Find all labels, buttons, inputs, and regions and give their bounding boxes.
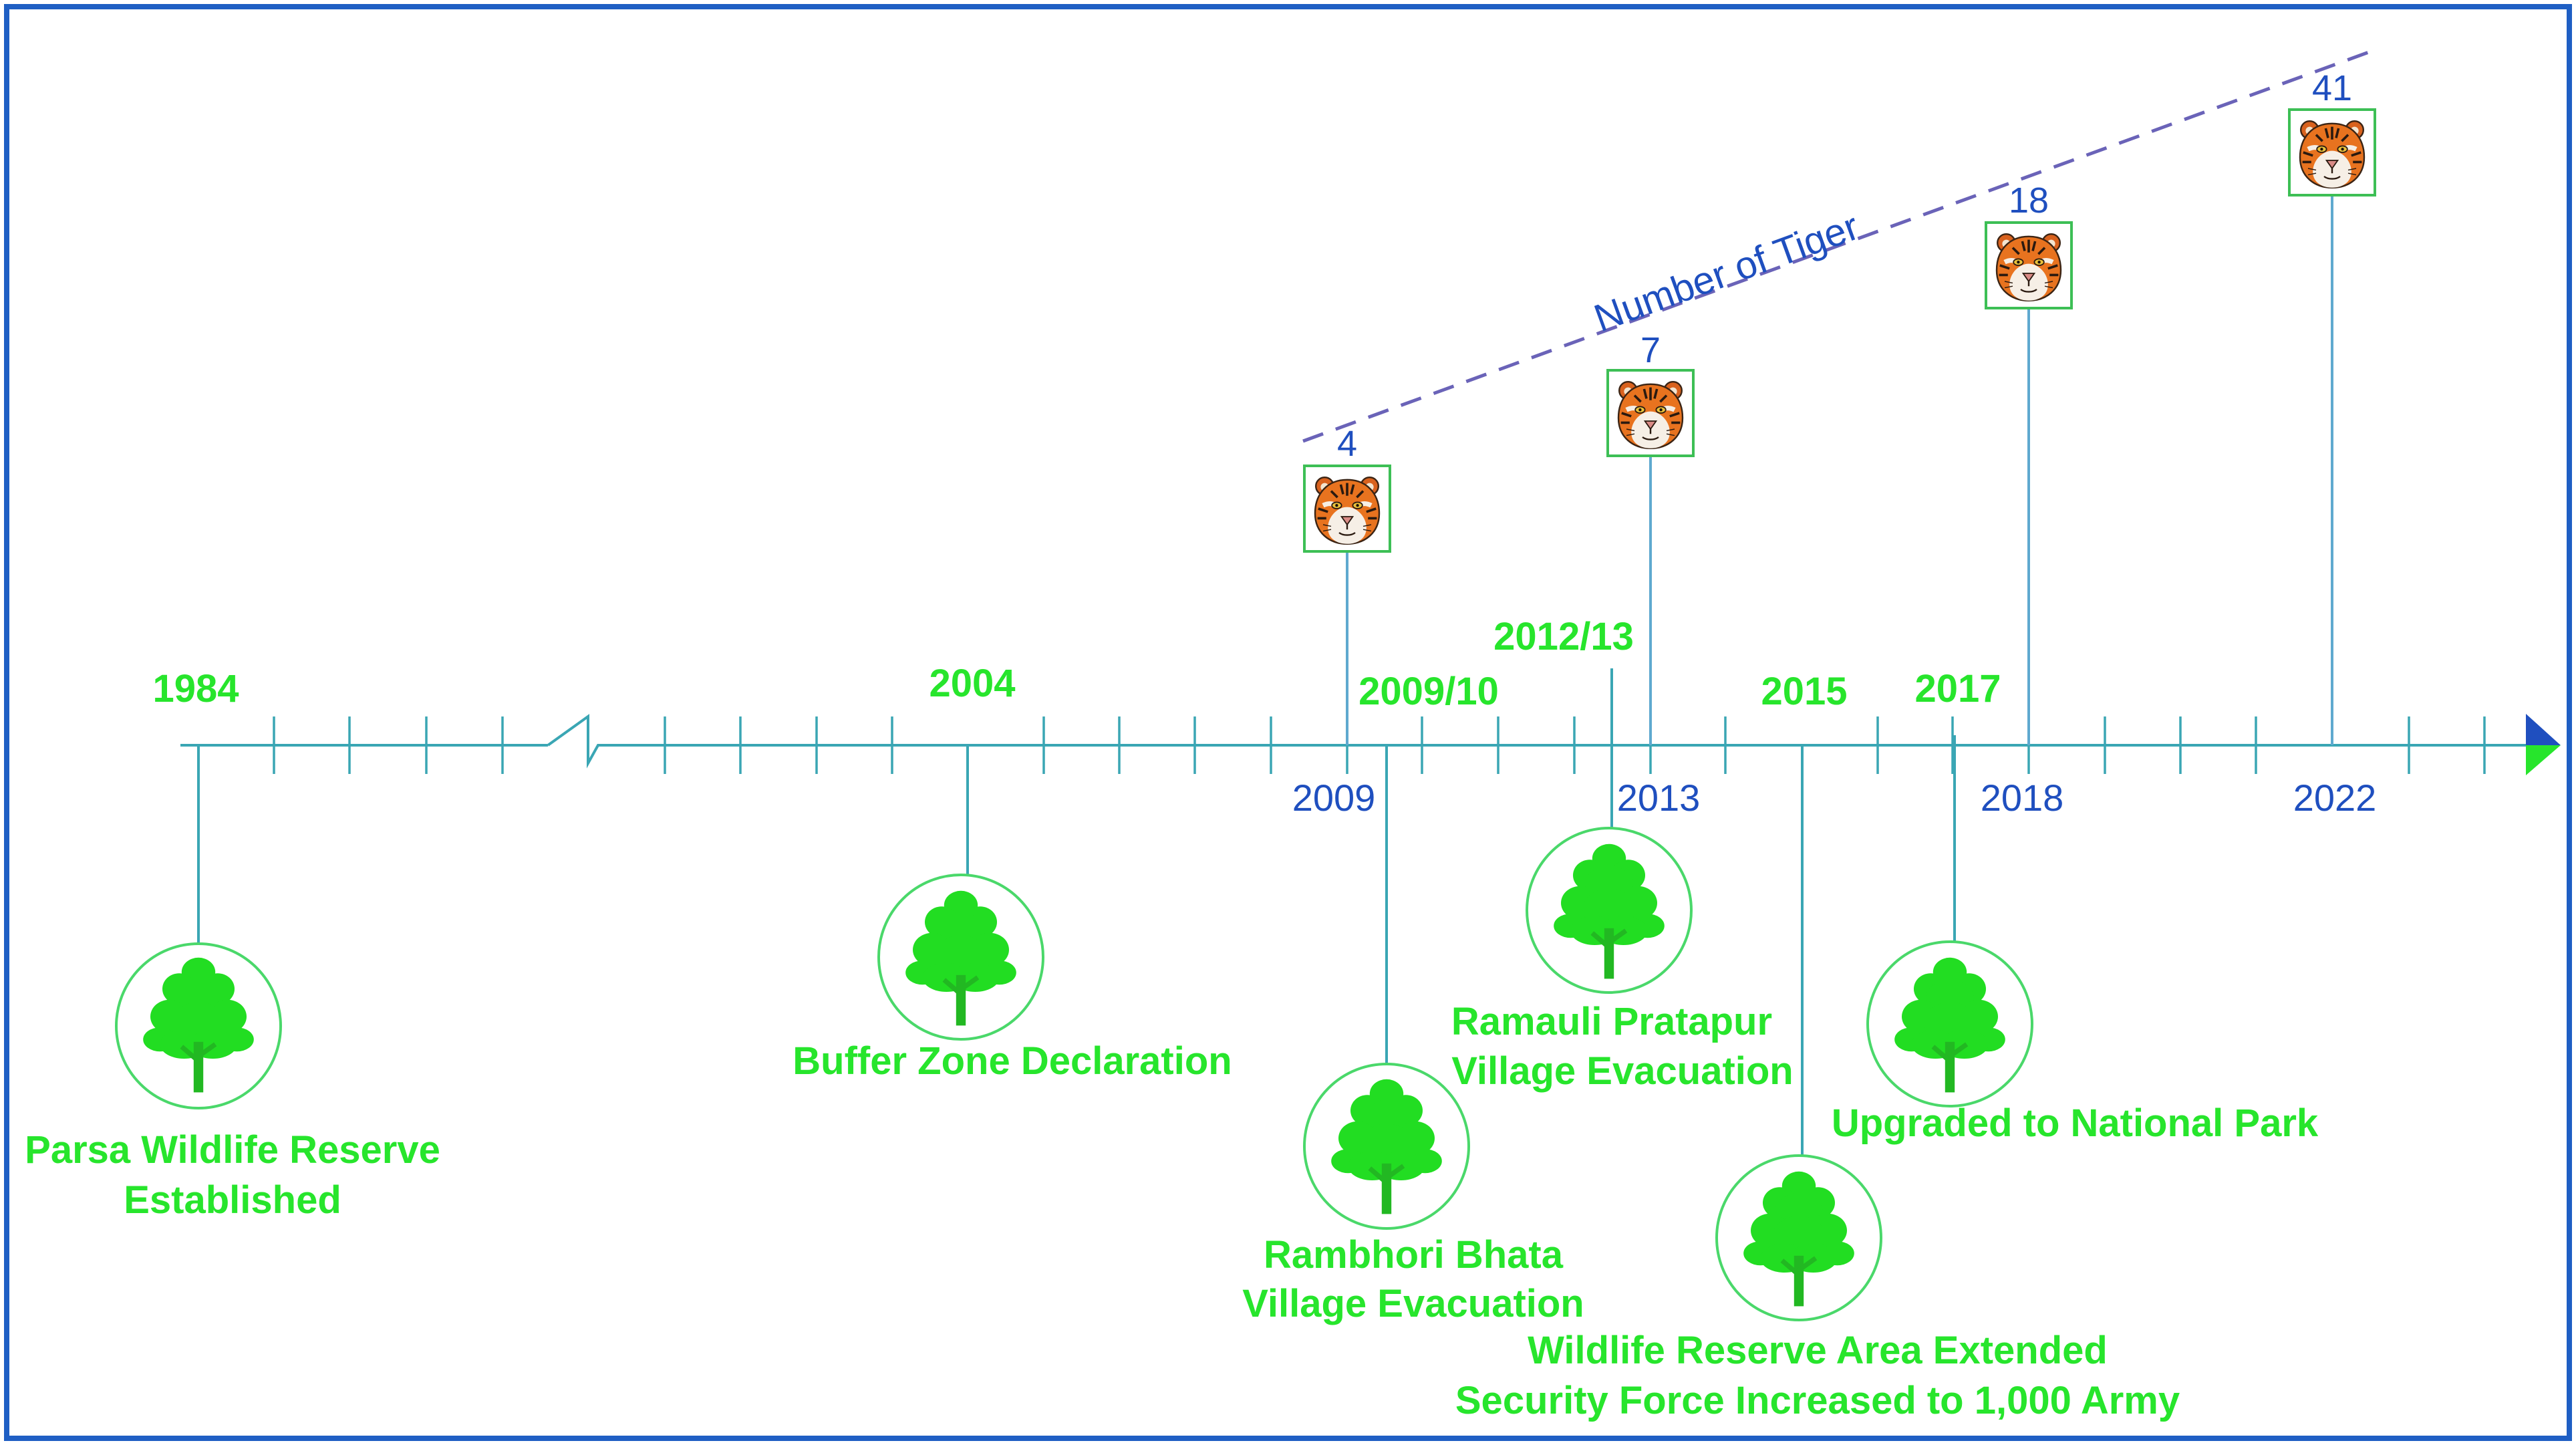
tiger-count-2018 [1985, 221, 2073, 309]
event-label: Village Evacuation [1451, 1049, 1793, 1093]
event-label: Buffer Zone Declaration [793, 1039, 1232, 1083]
tiger-face-icon [1315, 477, 1379, 544]
event-medallion-1984 [115, 942, 282, 1109]
timeline-axis [180, 714, 2533, 774]
tiger-year-label: 2009 [1292, 777, 1376, 819]
tiger-year-label: 2018 [1981, 777, 2064, 819]
event-label: Security Force Increased to 1,000 Army [1455, 1379, 2180, 1422]
event-label: Ramauli Pratapur [1451, 1000, 1772, 1043]
event-label: Parsa Wildlife Reserve [25, 1128, 440, 1172]
tiger-count-2009 [1303, 465, 1391, 553]
tiger-face-icon [1618, 382, 1683, 448]
event-year-label: 2017 [1914, 667, 2001, 710]
event-medallion-2015 [1715, 1154, 1882, 1321]
event-year-label: 2015 [1761, 670, 1847, 713]
tiger-count-value: 4 [1337, 424, 1357, 464]
tiger-count-2022 [2288, 108, 2376, 196]
tiger-count-value: 7 [1640, 330, 1661, 370]
tiger-count-value: 18 [2009, 180, 2049, 221]
event-medallion-2017 [1866, 940, 2033, 1107]
tiger-face-icon [1997, 234, 2061, 301]
tiger-trend-line [1302, 50, 2370, 443]
tiger-count-value: 41 [2312, 68, 2352, 108]
tiger-year-label: 2013 [1617, 777, 1701, 819]
event-year-label: 2012/13 [1493, 615, 1634, 658]
axis-arrow-head-top [2526, 714, 2561, 745]
event-label: Wildlife Reserve Area Extended [1528, 1329, 2108, 1372]
event-year-label: 2009/10 [1358, 670, 1499, 713]
event-medallion-2004 [877, 874, 1044, 1041]
tiger-year-label: 2022 [2293, 777, 2377, 819]
event-medallion-2012-13 [1526, 827, 1693, 994]
event-year-label: 1984 [152, 667, 239, 710]
event-label: Upgraded to National Park [1832, 1101, 2319, 1145]
tiger-face-icon [2300, 121, 2364, 188]
event-label: Established [124, 1178, 341, 1222]
event-label: Rambhori Bhata [1264, 1233, 1564, 1277]
tiger-count-2013 [1606, 369, 1695, 457]
axis-arrow-head-bottom [2526, 745, 2561, 775]
event-year-label: 2004 [929, 662, 1015, 705]
event-label: Village Evacuation [1242, 1282, 1584, 1325]
diagram-frame [4, 4, 2572, 1441]
event-medallion-2009-10 [1303, 1063, 1470, 1230]
